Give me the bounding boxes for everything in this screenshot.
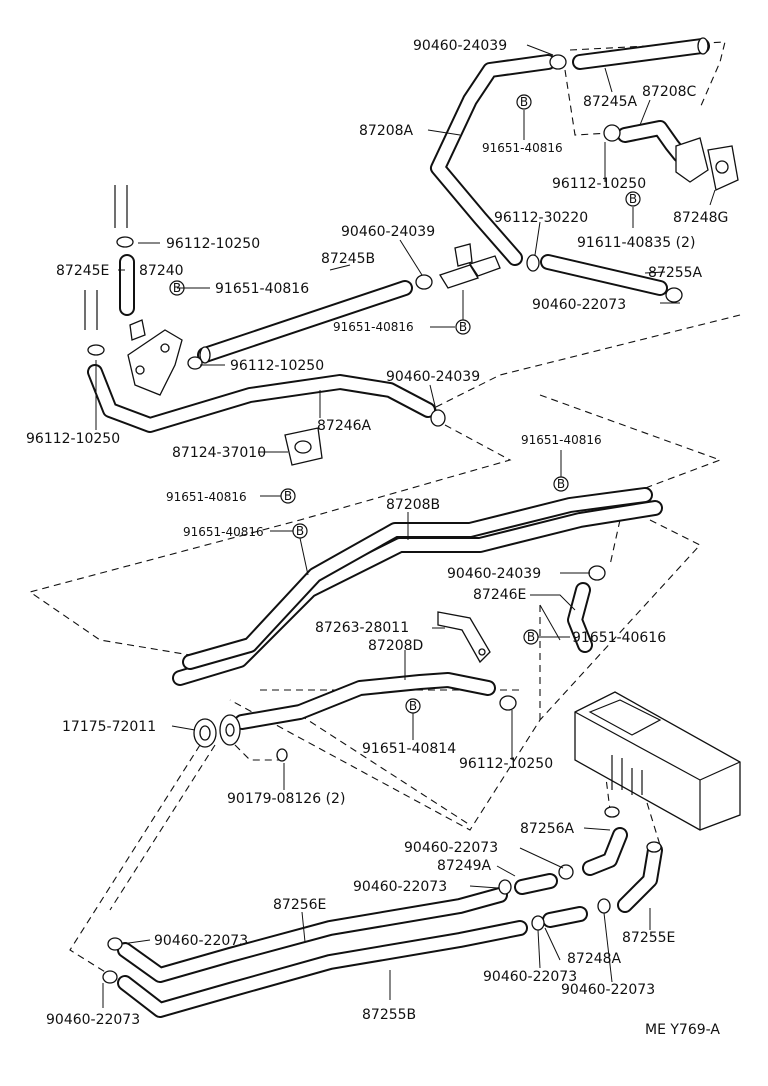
- label-87245B: 87245B: [321, 251, 375, 267]
- label-87249A: 87249A: [437, 858, 492, 874]
- label-91651-40814: 91651-40814: [362, 741, 456, 757]
- label-91651-40816: 91651-40816: [215, 281, 309, 297]
- label-96112-10250: 96112-10250: [26, 431, 120, 447]
- label-90460-22073: 90460-22073: [483, 969, 577, 985]
- label-90460-22073: 90460-22073: [532, 297, 626, 313]
- gasket-17175-72011: [193, 714, 241, 748]
- label-87246A: 87246A: [317, 418, 372, 434]
- label-91651-40816: 91651-40816: [183, 525, 264, 539]
- label-90460-24039: 90460-24039: [386, 369, 480, 385]
- label-87248G: 87248G: [673, 210, 728, 226]
- label-87246E: 87246E: [473, 587, 526, 603]
- hose-87255E: [617, 842, 663, 913]
- label-91611-40835: 91611-40835 (2): [577, 235, 695, 251]
- pipe-87208B: [172, 487, 663, 686]
- gasket-87124-37010: [284, 427, 323, 466]
- label-90460-22073: 90460-22073: [353, 879, 447, 895]
- label-90179-08126: 90179-08126 (2): [227, 791, 345, 807]
- bolt-marker: B: [292, 523, 308, 539]
- label-17175-72011: 17175-72011: [62, 719, 156, 735]
- hose-87245E-upper: [84, 185, 135, 330]
- hose-87255A: [540, 254, 668, 296]
- label-91651-40816: 91651-40816: [482, 141, 563, 155]
- hose-clamps: [87, 54, 683, 984]
- label-90460-22073: 90460-22073: [154, 933, 248, 949]
- pipe-87208C: [617, 120, 739, 191]
- label-87256E: 87256E: [273, 897, 326, 913]
- heater-core-box: [574, 691, 741, 831]
- part-labels: 90460-24039 87245A 87208C 87208A 91651-4…: [26, 38, 728, 1038]
- svg-text:B: B: [459, 320, 467, 334]
- bolt-marker: B: [516, 94, 532, 110]
- label-91651-40816: 91651-40816: [521, 433, 602, 447]
- svg-text:B: B: [520, 95, 528, 109]
- svg-text:B: B: [629, 192, 637, 206]
- label-87255B: 87255B: [362, 1007, 416, 1023]
- bracket-87240: [127, 319, 183, 396]
- label-96112-10250: 96112-10250: [552, 176, 646, 192]
- fitting-center: [439, 243, 501, 289]
- label-90460-22073: 90460-22073: [404, 840, 498, 856]
- label-87245E: 87245E: [56, 263, 109, 279]
- label-87263-28011: 87263-28011: [315, 620, 409, 636]
- label-96112-10250: 96112-10250: [459, 756, 553, 772]
- svg-text:B: B: [557, 477, 565, 491]
- svg-text:B: B: [296, 524, 304, 538]
- bolt-marker: B: [280, 488, 296, 504]
- label-90460-24039: 90460-24039: [413, 38, 507, 54]
- hose-87245B: [197, 280, 413, 364]
- leader-lines: [95, 44, 716, 1008]
- label-87255E: 87255E: [622, 930, 675, 946]
- label-96112-30220: 96112-30220: [494, 210, 588, 226]
- label-96112-10250: 96112-10250: [230, 358, 324, 374]
- svg-text:B: B: [409, 699, 417, 713]
- label-87248A: 87248A: [567, 951, 622, 967]
- svg-text:B: B: [284, 489, 292, 503]
- pipe-87208A: [430, 54, 556, 266]
- bolt-marker: B: [405, 698, 421, 714]
- pipe-87249A: [514, 873, 558, 895]
- label-90460-24039: 90460-24039: [447, 566, 541, 582]
- pipe-87208D: [234, 672, 496, 730]
- diagram-code: ME Y769-A: [645, 1022, 720, 1038]
- label-87245A: 87245A: [583, 94, 638, 110]
- pipe-87255B: [117, 920, 528, 1018]
- label-87208D: 87208D: [368, 638, 423, 654]
- label-87240: 87240: [139, 263, 184, 279]
- label-96112-10250: 96112-10250: [166, 236, 260, 252]
- label-91651-40616: 91651-40616: [572, 630, 666, 646]
- hose-87246E: [567, 582, 593, 653]
- label-91651-40816: 91651-40816: [166, 490, 247, 504]
- label-90460-22073: 90460-22073: [46, 1012, 140, 1028]
- label-87208C: 87208C: [642, 84, 697, 100]
- label-87208A: 87208A: [359, 123, 414, 139]
- pipe-87246A: [87, 364, 436, 433]
- bolt-marker: B: [625, 191, 641, 207]
- hose-87245A: [572, 37, 710, 70]
- bracket-87263-28011: [437, 611, 491, 664]
- label-90460-22073: 90460-22073: [561, 982, 655, 998]
- svg-text:B: B: [527, 630, 535, 644]
- label-90460-24039: 90460-24039: [341, 224, 435, 240]
- hose-87256A: [582, 827, 628, 876]
- label-91651-40816: 91651-40816: [333, 320, 414, 334]
- bolt-marker: B: [553, 476, 569, 492]
- bolt-marker: B: [523, 629, 539, 645]
- label-87124-37010: 87124-37010: [172, 445, 266, 461]
- label-87255A: 87255A: [648, 265, 703, 281]
- label-87256A: 87256A: [520, 821, 575, 837]
- bolt-marker: B: [455, 319, 471, 335]
- label-87208B: 87208B: [386, 497, 440, 513]
- pipe-87256E: [117, 887, 508, 983]
- pipe-87248A: [542, 906, 588, 928]
